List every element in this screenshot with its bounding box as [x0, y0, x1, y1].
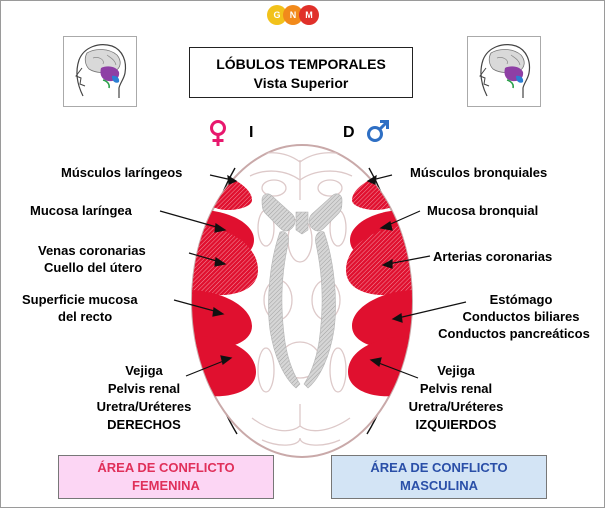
label-bronchial-muscles: Músculos bronquiales: [410, 165, 548, 180]
male-area-line-1: ÁREA DE CONFLICTO: [370, 460, 508, 475]
label-ureters-left: Uretra/Uréteres: [96, 399, 192, 414]
left-side-letter: I: [249, 124, 254, 141]
relay-stomach: [352, 290, 412, 349]
label-pancreatic-ducts: Conductos pancreáticos: [438, 326, 590, 341]
title-line-2: Vista Superior: [253, 75, 349, 91]
relay-coronary-arteries: [346, 225, 412, 296]
label-pelvis-right: Pelvis renal: [419, 381, 493, 396]
label-ureters-right: Uretra/Uréteres: [408, 399, 504, 414]
logo-dot-n: N: [283, 5, 303, 25]
male-conflict-area-box: ÁREA DE CONFLICTO MASCULINA: [331, 455, 547, 499]
label-side-left: DERECHOS: [107, 417, 181, 432]
label-bile-ducts: Conductos biliares: [462, 309, 580, 324]
ventricle-shape: [261, 193, 343, 389]
gnm-logo: G N M: [267, 5, 333, 25]
relay-bladder-right: [348, 336, 412, 397]
female-conflict-area-box: ÁREA DE CONFLICTO FEMENINA: [58, 455, 274, 499]
logo-dot-g: G: [267, 5, 287, 25]
label-coronary-arteries: Arterias coronarias: [433, 249, 553, 264]
female-symbol-icon: [210, 120, 226, 146]
relay-rectum: [192, 290, 252, 349]
label-stomach: Estómago: [489, 292, 553, 307]
label-pelvis-left: Pelvis renal: [107, 381, 181, 396]
female-area-line-2: FEMENINA: [132, 478, 200, 493]
logo-dot-m: M: [299, 5, 319, 25]
title-box: LÓBULOS TEMPORALES Vista Superior: [189, 47, 413, 98]
relay-bladder-left: [192, 336, 256, 397]
female-area-line-1: ÁREA DE CONFLICTO: [97, 460, 235, 475]
label-rectum-1: Superficie mucosa: [22, 292, 138, 307]
label-bladder-right: Vejiga: [437, 363, 475, 378]
left-arrows: [159, 174, 238, 377]
left-relays: [192, 168, 258, 397]
relay-coronary-veins: [192, 225, 258, 296]
label-bronchial-mucosa: Mucosa bronquial: [427, 203, 539, 218]
male-symbol-icon: [367, 120, 389, 142]
label-coronary-veins: Venas coronarias: [38, 243, 146, 258]
right-arrows: [366, 174, 467, 379]
label-side-right: IZQUIERDOS: [415, 417, 497, 432]
label-rectum-2: del recto: [58, 309, 113, 324]
head-profile-left-icon: [63, 36, 137, 107]
label-larynx-mucosa: Mucosa laríngea: [30, 203, 132, 218]
title-line-1: LÓBULOS TEMPORALES: [216, 56, 386, 72]
right-side-letter: D: [343, 124, 355, 141]
label-larynx-muscles: Músculos laríngeos: [61, 165, 183, 180]
male-area-line-2: MASCULINA: [400, 478, 478, 493]
label-cervix: Cuello del útero: [44, 260, 143, 275]
head-profile-right-icon: [467, 36, 541, 107]
label-bladder-left: Vejiga: [125, 363, 163, 378]
